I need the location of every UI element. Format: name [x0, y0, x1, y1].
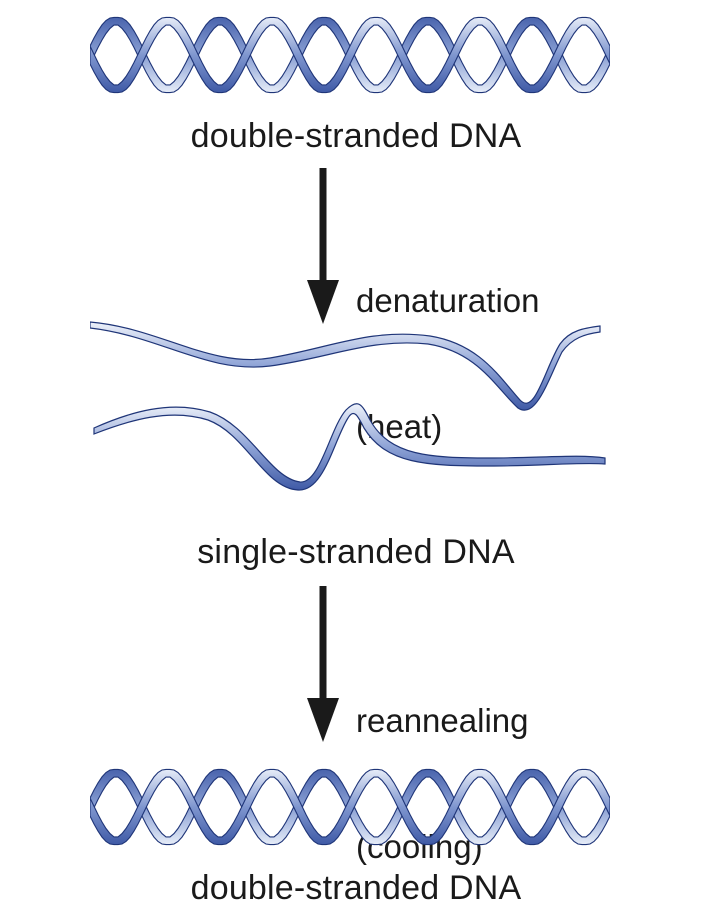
arrow-down-denaturation	[307, 168, 339, 324]
step-reannealing: reannealing (cooling)	[356, 616, 528, 910]
double-stranded-dna-helix-bottom	[90, 768, 610, 846]
single-strand-upper	[90, 321, 601, 411]
step-reannealing-name: reannealing	[356, 702, 529, 739]
label-double-stranded-bottom: double-stranded DNA	[190, 869, 522, 907]
single-strand-lower	[93, 403, 606, 491]
step-denaturation: denaturation (heat)	[356, 196, 539, 490]
label-single-stranded: single-stranded DNA	[197, 533, 515, 571]
helix-strand-front	[90, 16, 610, 94]
step-denaturation-name: denaturation	[356, 282, 540, 319]
arrow-down-reannealing	[307, 586, 339, 742]
single-stranded-dna-strands	[90, 321, 606, 491]
label-double-stranded-top: double-stranded DNA	[190, 117, 522, 155]
helix-strand-front	[90, 768, 610, 846]
double-stranded-dna-helix-top	[90, 16, 610, 94]
